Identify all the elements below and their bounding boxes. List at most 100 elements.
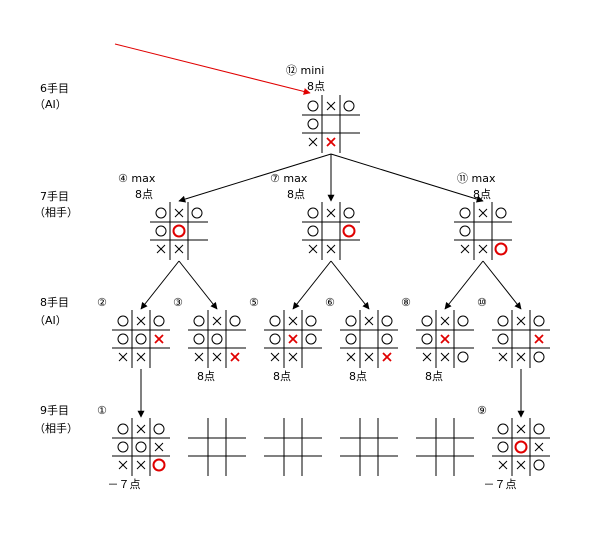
- o-mark: [345, 333, 357, 345]
- row-label-8-sub: （AI）: [34, 314, 67, 327]
- o-mark: [191, 207, 203, 219]
- node-label-n10: ⑩: [477, 296, 487, 309]
- o-mark: [155, 225, 167, 237]
- board-node-n1: ①－７点: [97, 404, 170, 491]
- o-mark: [343, 207, 355, 219]
- o-mark: [459, 225, 471, 237]
- o-mark: [193, 333, 205, 345]
- edge-n12-n4: [178, 153, 332, 203]
- highlight-o-mark: [152, 458, 166, 472]
- node-label-n9: ⑨: [477, 404, 487, 417]
- o-mark: [381, 333, 393, 345]
- edge-n12-n11: [330, 153, 484, 203]
- node-score-n12: 8点: [307, 80, 325, 93]
- o-mark: [459, 207, 471, 219]
- x-mark: [118, 352, 128, 362]
- board-node-e3: [340, 418, 398, 476]
- highlight-o-mark: [172, 224, 186, 238]
- edge-n4-n3: [178, 260, 218, 310]
- row-label-6-title: 6手目: [40, 81, 69, 95]
- o-mark: [497, 333, 509, 345]
- x-mark: [194, 352, 204, 362]
- node-score-n11: 8点: [473, 188, 491, 201]
- x-mark: [498, 460, 508, 470]
- x-mark: [440, 316, 450, 326]
- o-mark: [307, 100, 319, 112]
- o-mark: [117, 333, 129, 345]
- row-label-9-sub: （相手）: [34, 421, 78, 435]
- o-mark: [495, 207, 507, 219]
- board-node-n9: ⑨ －７点: [477, 404, 550, 491]
- o-mark: [533, 459, 545, 471]
- node-score-n9: －７点: [484, 478, 517, 491]
- x-mark: [154, 442, 164, 452]
- node-score-n3: 8点: [197, 370, 215, 383]
- row-labels: 6手目 （AI） 7手目 （相手） 8手目 （AI） 9手目 （相手）: [34, 81, 78, 435]
- highlight-x-mark: [382, 352, 392, 362]
- x-mark: [460, 244, 470, 254]
- highlight-x-mark: [154, 334, 164, 344]
- x-mark: [156, 244, 166, 254]
- edge-n11-n8: [444, 260, 484, 310]
- o-mark: [533, 351, 545, 363]
- o-mark: [421, 315, 433, 327]
- edge-n7-n6: [330, 260, 370, 310]
- x-mark: [478, 244, 488, 254]
- row-label-8-title: 8手目: [40, 295, 69, 309]
- node-label-n6: ⑥: [325, 296, 335, 309]
- node-label-n5: ⑤: [249, 296, 259, 309]
- node-score-n7: 8点: [287, 188, 305, 201]
- x-mark: [534, 442, 544, 452]
- x-mark: [174, 244, 184, 254]
- row-label-9-title: 9手目: [40, 403, 69, 417]
- x-mark: [422, 352, 432, 362]
- node-score-n5: 8点: [273, 370, 291, 383]
- highlight-x-mark: [288, 334, 298, 344]
- o-mark: [421, 333, 433, 345]
- o-mark: [269, 333, 281, 345]
- x-mark: [174, 208, 184, 218]
- node-label-n11: ⑪ max: [457, 172, 496, 185]
- o-mark: [497, 441, 509, 453]
- node-score-n4: 8点: [135, 188, 153, 201]
- board-node-n3: ③ 8点: [173, 296, 246, 383]
- board-node-n5: ⑤ 8点: [249, 296, 322, 383]
- x-mark: [516, 424, 526, 434]
- o-mark: [307, 225, 319, 237]
- tree-edges: [137, 153, 525, 418]
- x-mark: [212, 352, 222, 362]
- board-node-n8: ⑧8点: [401, 296, 474, 383]
- o-mark: [345, 315, 357, 327]
- board-node-e1: [188, 418, 246, 476]
- node-label-n4: ④ max: [118, 172, 156, 185]
- o-mark: [117, 423, 129, 435]
- x-mark: [212, 316, 222, 326]
- highlight-x-mark: [326, 137, 336, 147]
- highlight-o-mark: [342, 224, 356, 238]
- board-node-n4: ④ max 8点: [118, 172, 208, 260]
- x-mark: [136, 424, 146, 434]
- x-mark: [326, 101, 336, 111]
- x-mark: [516, 352, 526, 362]
- x-mark: [364, 352, 374, 362]
- board-node-n11: ⑪ max 8点: [454, 172, 512, 260]
- o-mark: [153, 423, 165, 435]
- node-label-n3: ③: [173, 296, 183, 309]
- x-mark: [118, 460, 128, 470]
- x-mark: [136, 352, 146, 362]
- node-label-n1: ①: [97, 404, 107, 417]
- node-label-n12: ⑫ mini: [286, 64, 324, 77]
- x-mark: [308, 244, 318, 254]
- o-mark: [343, 100, 355, 112]
- x-mark: [136, 316, 146, 326]
- highlight-x-mark: [440, 334, 450, 344]
- row-label-7-title: 7手目: [40, 189, 69, 203]
- o-mark: [497, 315, 509, 327]
- edge-n7-n5: [292, 260, 332, 310]
- x-mark: [288, 352, 298, 362]
- o-mark: [135, 333, 147, 345]
- o-mark: [497, 423, 509, 435]
- row-label-6-sub: （AI）: [34, 98, 67, 111]
- o-mark: [155, 207, 167, 219]
